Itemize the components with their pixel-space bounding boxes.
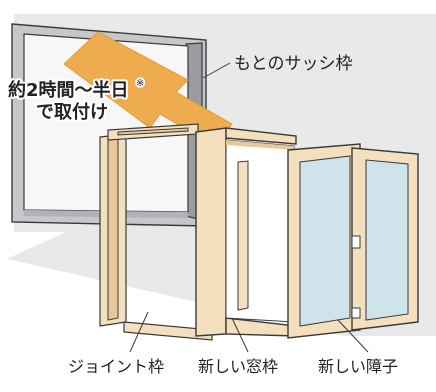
sash-lock-icon xyxy=(351,235,361,249)
new-window-frame-label: 新しい窓枠 xyxy=(198,357,278,376)
time-callout-line1: 約2時間〜半日 xyxy=(8,79,129,101)
original-frame-label: もとのサッシ枠 xyxy=(234,54,353,74)
new-sash-label: 新しい障子 xyxy=(318,357,398,376)
leader-new-window-frame xyxy=(231,317,249,353)
new-window-frame xyxy=(195,127,297,337)
new-sash xyxy=(287,143,419,339)
joint-frame-label: ジョイント枠 xyxy=(68,357,164,376)
leader-new-sash xyxy=(337,319,369,353)
time-callout-line2: で取付け xyxy=(36,101,108,123)
joint-frame xyxy=(99,123,213,341)
time-callout-note-mark: ※ xyxy=(136,78,144,89)
install-arrow xyxy=(63,31,233,147)
background-white-strip xyxy=(0,232,66,262)
leader-joint-frame xyxy=(129,311,149,353)
leader-original-frame xyxy=(202,62,231,79)
